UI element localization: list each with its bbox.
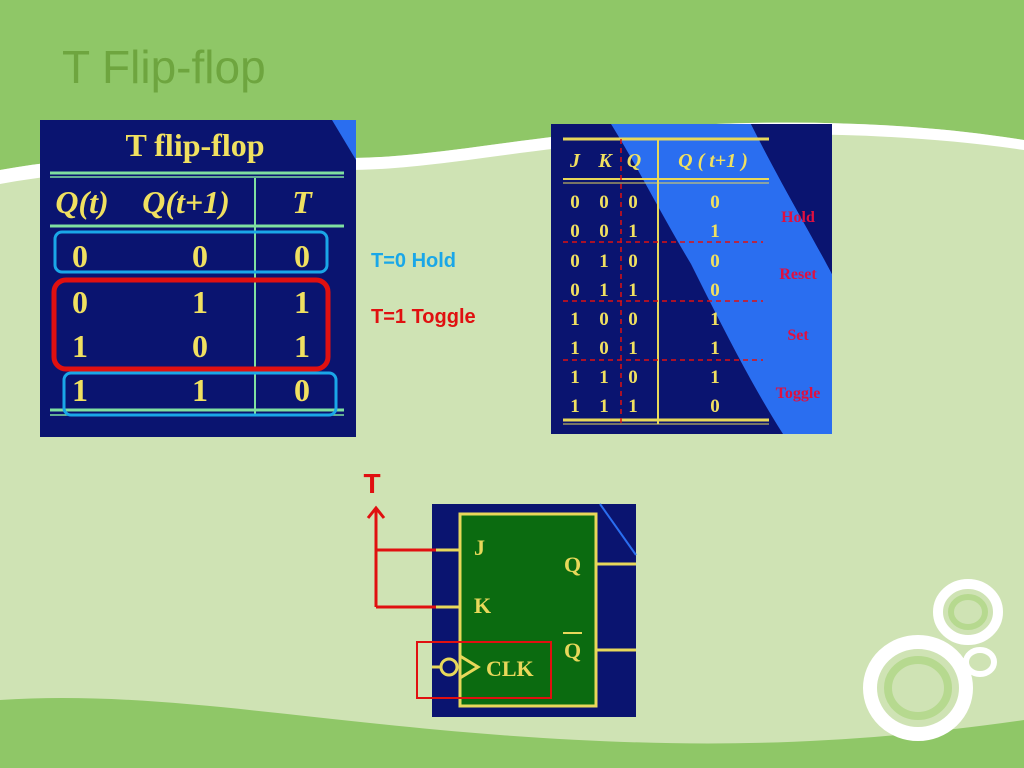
svg-text:1: 1 bbox=[710, 367, 720, 388]
svg-text:0: 0 bbox=[72, 238, 88, 274]
svg-text:1: 1 bbox=[570, 309, 580, 330]
svg-text:0: 0 bbox=[628, 367, 638, 388]
jk-header-j: J bbox=[569, 150, 581, 172]
hold-note: T=0 Hold bbox=[371, 250, 457, 272]
clk-highlight-box bbox=[416, 641, 552, 699]
slide-title: T Flip-flop bbox=[62, 41, 266, 93]
t-flipflop-circuit: J K Q Q CLK T bbox=[363, 468, 637, 717]
svg-text:0: 0 bbox=[570, 251, 580, 272]
svg-text:0: 0 bbox=[192, 328, 208, 364]
svg-text:1: 1 bbox=[570, 367, 580, 388]
t-table-row: 0 0 0 bbox=[72, 238, 310, 274]
svg-text:1: 1 bbox=[599, 251, 609, 272]
svg-text:0: 0 bbox=[599, 309, 609, 330]
svg-text:1: 1 bbox=[570, 338, 580, 359]
pin-clk-label: CLK bbox=[486, 656, 534, 681]
svg-text:1: 1 bbox=[294, 284, 310, 320]
svg-text:0: 0 bbox=[599, 338, 609, 359]
flipflop-block bbox=[458, 512, 598, 708]
svg-text:1: 1 bbox=[192, 372, 208, 408]
t-table-header-qt1: Q(t+1) bbox=[142, 184, 230, 220]
svg-text:0: 0 bbox=[570, 221, 580, 242]
svg-text:1: 1 bbox=[628, 338, 638, 359]
svg-text:1: 1 bbox=[599, 396, 609, 417]
svg-text:0: 0 bbox=[710, 251, 720, 272]
svg-text:1: 1 bbox=[294, 328, 310, 364]
svg-text:0: 0 bbox=[628, 251, 638, 272]
mode-hold-label: Hold bbox=[781, 209, 815, 226]
toggle-highlight-box bbox=[51, 277, 331, 372]
svg-text:0: 0 bbox=[570, 192, 580, 213]
clock-inverter-bubble bbox=[439, 657, 459, 677]
hold-highlight-box bbox=[53, 230, 329, 274]
mode-reset-label: Reset bbox=[779, 266, 817, 283]
decorative-rings bbox=[863, 579, 1003, 741]
svg-text:1: 1 bbox=[72, 372, 88, 408]
clock-edge-triangle bbox=[459, 654, 481, 680]
svg-text:0: 0 bbox=[710, 280, 720, 301]
svg-text:1: 1 bbox=[628, 396, 638, 417]
pin-j-label: J bbox=[474, 535, 485, 560]
svg-text:0: 0 bbox=[710, 396, 720, 417]
svg-text:1: 1 bbox=[628, 221, 638, 242]
svg-text:0: 0 bbox=[294, 238, 310, 274]
svg-text:0: 0 bbox=[72, 284, 88, 320]
t-table-title: T flip-flop bbox=[126, 127, 265, 163]
t-table-header-t: T bbox=[292, 184, 313, 220]
svg-text:1: 1 bbox=[710, 221, 720, 242]
toggle-note: T=1 Toggle bbox=[371, 306, 476, 328]
t-table-row: 1 1 0 bbox=[72, 372, 310, 408]
svg-text:0: 0 bbox=[599, 221, 609, 242]
jk-header-qt1: Q ( t+1 ) bbox=[678, 150, 748, 172]
svg-text:1: 1 bbox=[628, 280, 638, 301]
svg-text:0: 0 bbox=[628, 192, 638, 213]
jk-header-k: K bbox=[597, 150, 613, 172]
svg-text:1: 1 bbox=[710, 338, 720, 359]
t-table-row: 1 0 1 bbox=[72, 328, 310, 364]
mode-set-label: Set bbox=[787, 327, 809, 344]
pin-k-label: K bbox=[474, 593, 491, 618]
mode-toggle-label: Toggle bbox=[776, 385, 821, 402]
svg-text:1: 1 bbox=[599, 280, 609, 301]
pin-qbar-label: Q bbox=[564, 638, 581, 663]
svg-text:1: 1 bbox=[570, 396, 580, 417]
pin-q-label: Q bbox=[564, 552, 581, 577]
svg-text:0: 0 bbox=[628, 309, 638, 330]
t-table-header-qt: Q(t) bbox=[55, 184, 108, 220]
t-input-wiring bbox=[366, 505, 436, 609]
svg-text:1: 1 bbox=[72, 328, 88, 364]
svg-text:1: 1 bbox=[710, 309, 720, 330]
svg-text:0: 0 bbox=[710, 192, 720, 213]
t-flipflop-table: T flip-flop Q(t) Q(t+1) T 0 0 0 0 1 1 1 … bbox=[40, 120, 356, 437]
toggle-highlight-box-2 bbox=[62, 371, 338, 417]
svg-text:0: 0 bbox=[294, 372, 310, 408]
svg-text:1: 1 bbox=[599, 367, 609, 388]
svg-text:1: 1 bbox=[192, 284, 208, 320]
svg-text:0: 0 bbox=[599, 192, 609, 213]
t-table-row: 0 1 1 bbox=[72, 284, 310, 320]
svg-text:0: 0 bbox=[192, 238, 208, 274]
jk-header-q: Q bbox=[627, 150, 641, 172]
svg-text:0: 0 bbox=[570, 280, 580, 301]
t-input-label: T bbox=[363, 468, 380, 499]
